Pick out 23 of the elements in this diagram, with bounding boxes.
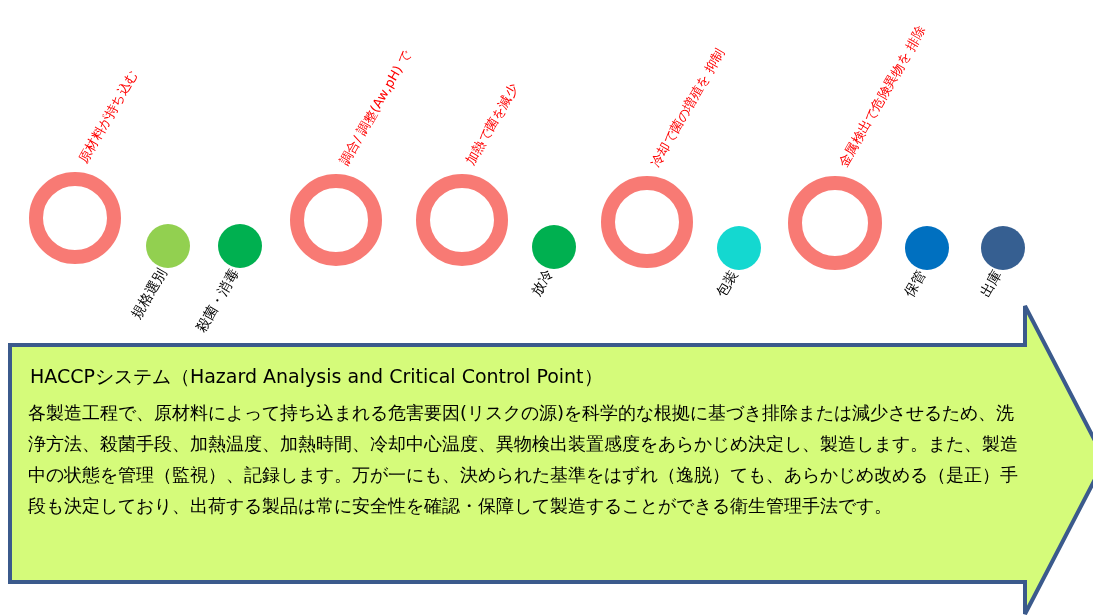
step-label: 出庫 [976, 267, 1005, 301]
ring-circle [601, 176, 693, 268]
step-label: 包装 [712, 267, 741, 301]
step-label: 殺菌・消毒 [192, 265, 242, 335]
hazard-note: 加熱で菌を減少 [462, 81, 522, 168]
step-dot [146, 224, 190, 268]
step-dot [532, 225, 576, 269]
step-label: 保管 [900, 267, 929, 301]
hazard-note: 原材料が持ち込む [75, 67, 141, 166]
banner-title: HACCPシステム（Hazard Analysis and Critical Control Point） [30, 364, 604, 389]
ring-circle [290, 174, 382, 266]
step-label: 規格選別 [127, 265, 170, 323]
hazard-note: 冷却で菌の増殖を 抑制 [647, 45, 729, 170]
ring-circle [29, 172, 121, 264]
ring-circle [416, 174, 508, 266]
step-label: 放冷 [527, 266, 556, 300]
step-dot [218, 224, 262, 268]
banner-body: 各製造工程で、原材料によって持ち込まれる危害要因(リスクの源)を科学的な根拠に基づき排除または減少させるため、洗浄方法、殺菌手段、加熱温度、加熱時間、冷却中心温度、異物検出装置感度をあらかじめ決定し、製造します。また、製造中の状態を管理（監視）、記録します。万が一にも、決められた基準をはずれ（逸脱）ても、あらかじめ改める（是正）手段も決定しており、出荷する製品は常に安全性を確認・保障して製造することができる衛生管理手法です。 [28, 401, 1019, 518]
step-dot [717, 226, 761, 270]
step-dot [981, 226, 1025, 270]
ring-circle [788, 176, 882, 270]
hazard-note: 金属検出で危険異物を 排除 [835, 23, 930, 170]
step-dot [905, 226, 949, 270]
